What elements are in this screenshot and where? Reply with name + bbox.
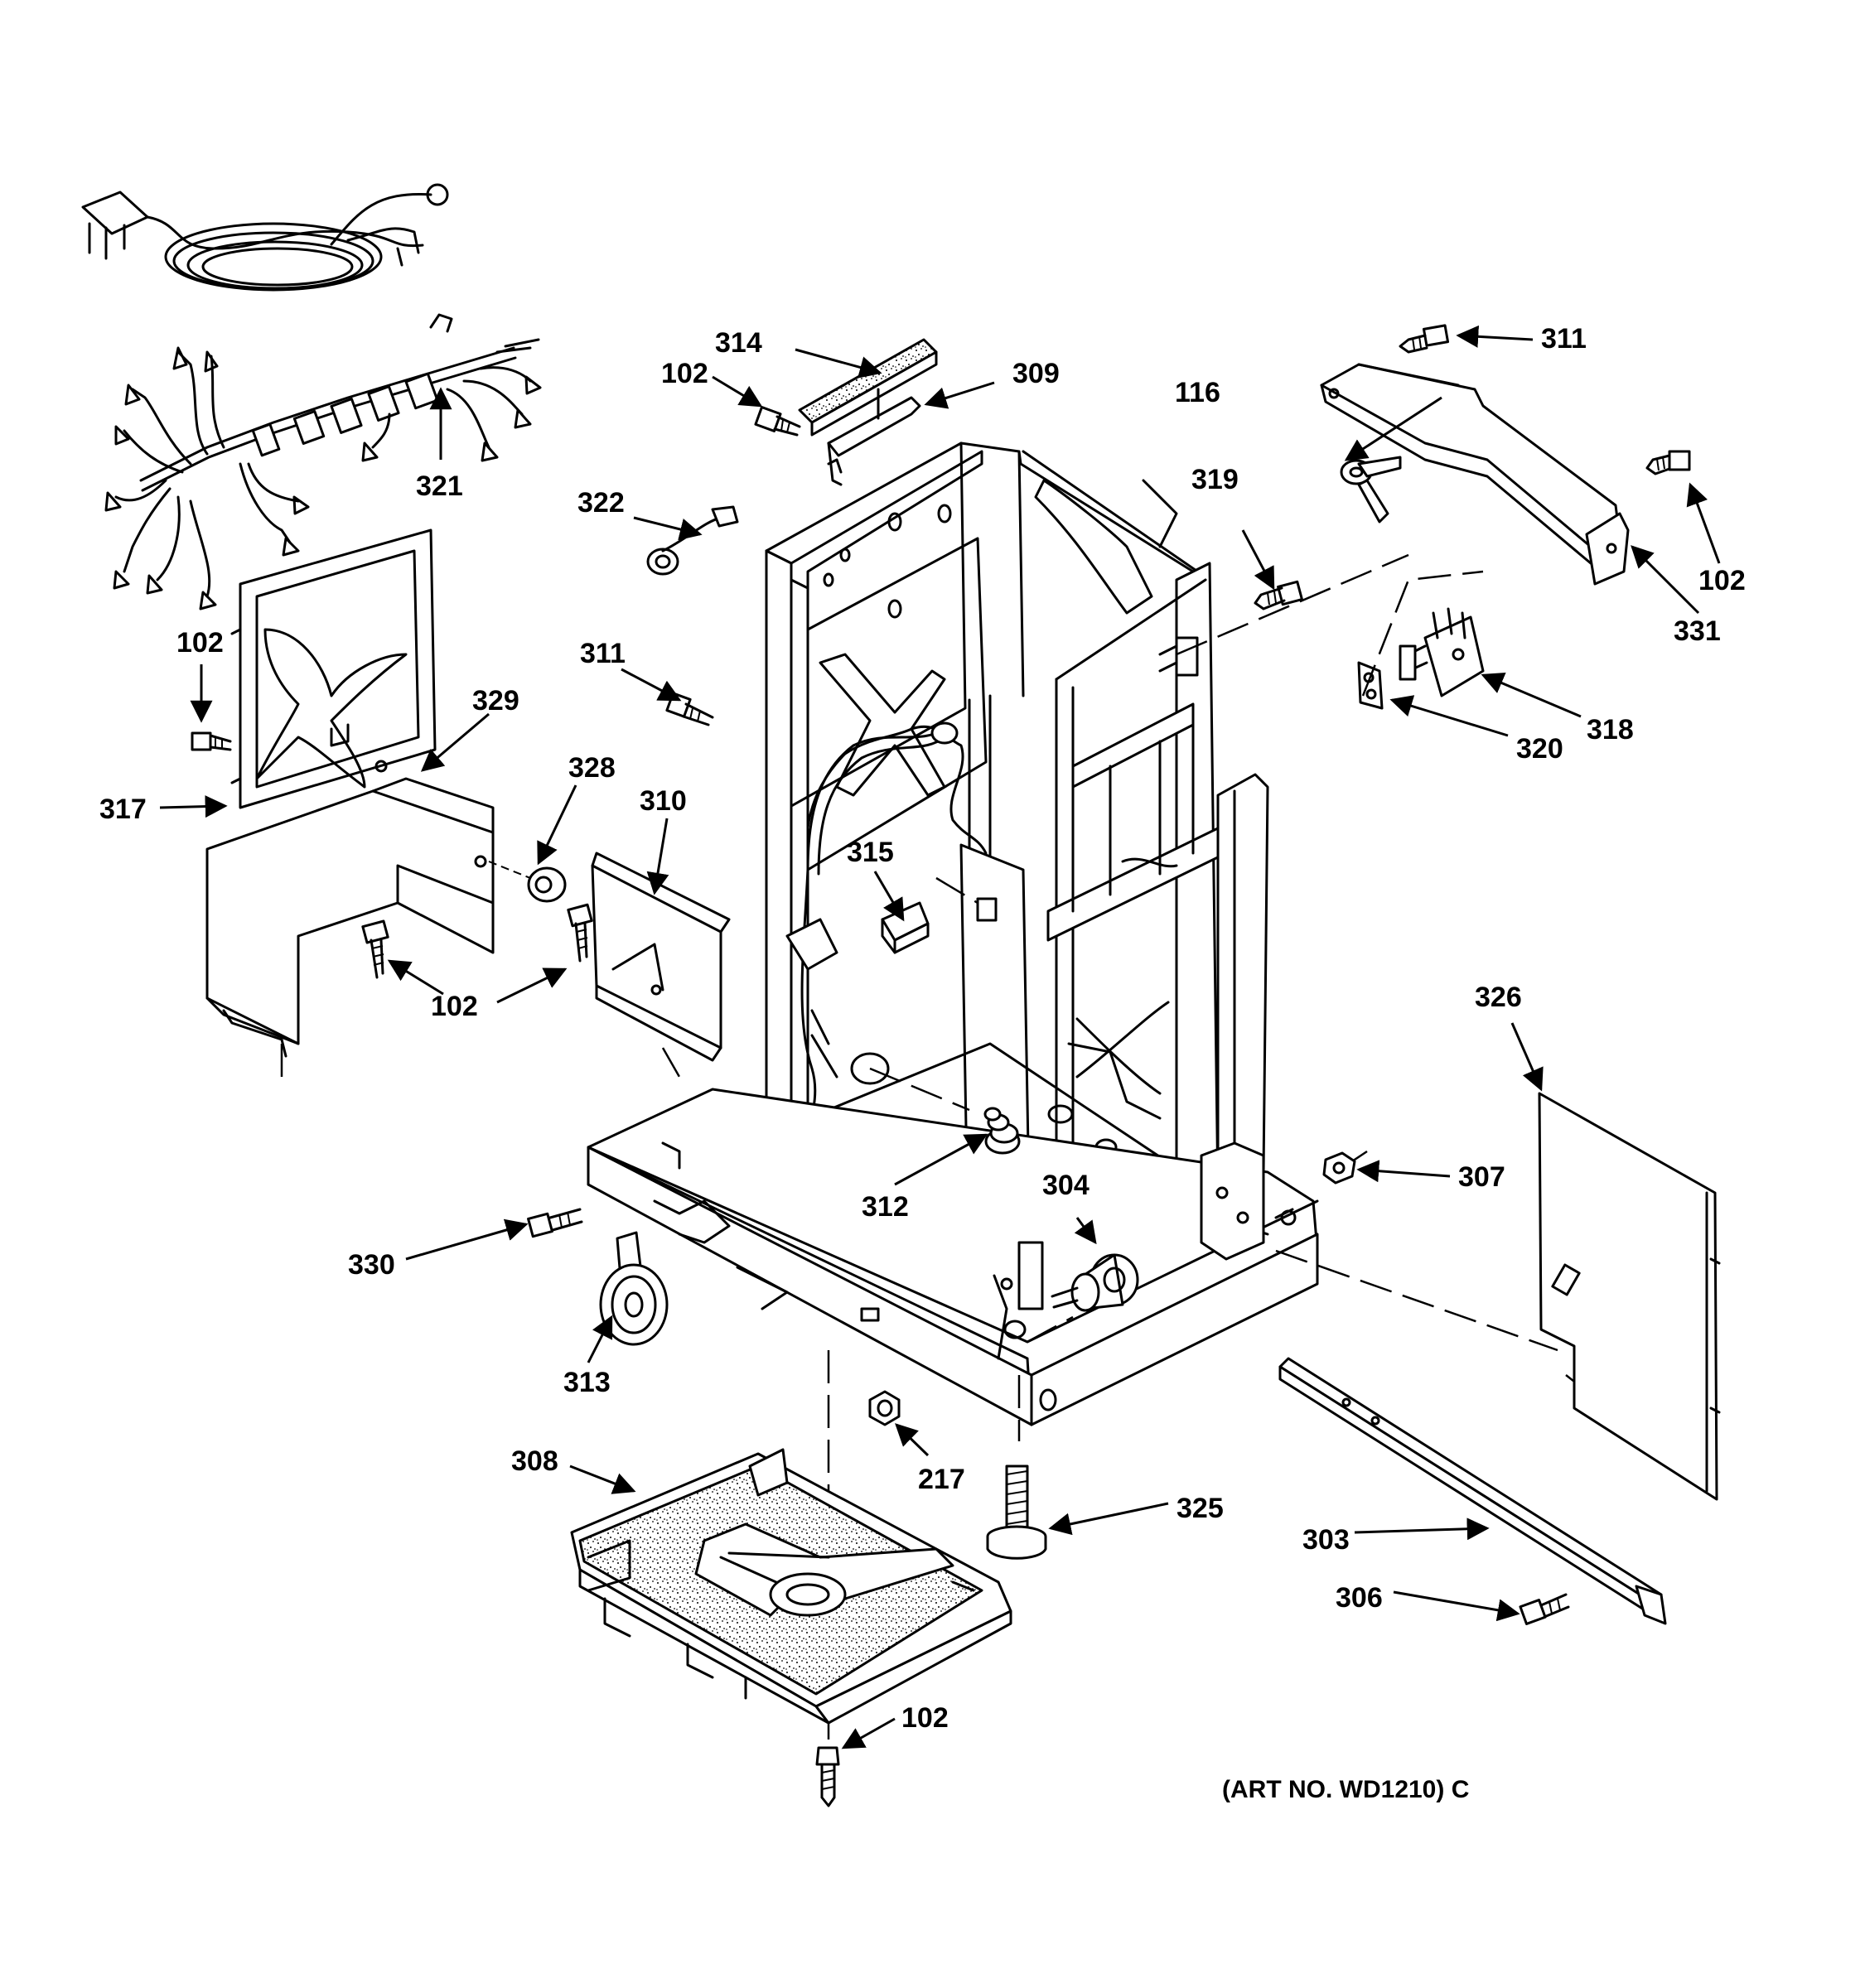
part-callouts: 314 102 309 311 116 102 331 319 318 320 … [99, 323, 1746, 1803]
rail-303 [1278, 1357, 1667, 1625]
clip-116 [1340, 456, 1402, 524]
screw-319 [1254, 580, 1303, 610]
screw-306 [1519, 1593, 1570, 1625]
wire-harness-321 [81, 183, 542, 610]
screw-330 [527, 1208, 583, 1238]
switch-318 [1399, 607, 1485, 697]
washer-328 [488, 861, 567, 903]
caster-313 [599, 1231, 669, 1346]
callout-116: 116 [1175, 377, 1220, 408]
screw-102-shield [361, 919, 389, 979]
nut-307 [1322, 1151, 1356, 1185]
bracket-331 [1320, 363, 1630, 586]
clamp-322 [646, 505, 739, 576]
callout-309: 309 [1012, 358, 1060, 389]
callout-304: 304 [1042, 1170, 1090, 1201]
art-number-caption: (ART NO. WD1210) C [1222, 1776, 1469, 1803]
callout-319: 319 [1191, 464, 1239, 495]
callout-326: 326 [1475, 982, 1522, 1013]
rear-panel-326 [1538, 1092, 1721, 1501]
cabinet-base [587, 1088, 1319, 1426]
screw-102-bracket [567, 903, 593, 963]
leader-lines [159, 325, 1721, 1749]
callout-321: 321 [416, 470, 463, 502]
screw-102-right [1645, 450, 1691, 475]
callout-328: 328 [568, 752, 616, 784]
callout-312: 312 [862, 1191, 909, 1223]
bracket-310 [591, 852, 731, 1078]
callout-315: 315 [847, 837, 894, 868]
callout-320: 320 [1516, 733, 1563, 765]
callout-102: 102 [901, 1702, 949, 1734]
screw-102-bottom [815, 1746, 840, 1807]
callout-314: 314 [715, 327, 762, 359]
callout-330: 330 [348, 1249, 395, 1281]
callout-311: 311 [1541, 323, 1587, 355]
callout-311: 311 [580, 638, 626, 669]
callout-331: 331 [1674, 615, 1721, 647]
callout-306: 306 [1336, 1582, 1383, 1614]
plate-320 [1357, 661, 1384, 710]
callout-310: 310 [640, 785, 687, 817]
callout-308: 308 [511, 1445, 558, 1477]
callout-217: 217 [918, 1464, 965, 1495]
foam-strip-314 [798, 338, 938, 437]
callout-102: 102 [431, 991, 478, 1022]
callout-317: 317 [99, 794, 147, 825]
base-pan-308 [570, 1448, 1012, 1725]
callout-329: 329 [472, 685, 519, 717]
switch-315 [881, 901, 930, 954]
leveling-leg-325 [986, 1464, 1047, 1560]
callout-313: 313 [563, 1367, 611, 1398]
callout-303: 303 [1302, 1524, 1350, 1556]
callout-307: 307 [1458, 1161, 1505, 1193]
callout-325: 325 [1176, 1493, 1224, 1524]
screw-311-top [1399, 324, 1450, 354]
screw-102-top [754, 406, 801, 437]
pump-304 [1051, 1253, 1139, 1312]
callout-318: 318 [1587, 714, 1634, 746]
grommet-312 [983, 1107, 1021, 1155]
screw-102-panel [191, 731, 232, 751]
callout-322: 322 [577, 487, 625, 519]
nut-217 [868, 1390, 901, 1426]
cabinet-frame [727, 442, 1269, 1335]
callout-102: 102 [661, 358, 708, 389]
shield-329 [205, 760, 495, 1077]
callout-102: 102 [1698, 565, 1746, 596]
bracket-309 [827, 388, 921, 486]
side-panel-317 [230, 528, 437, 809]
callout-102: 102 [176, 627, 224, 659]
